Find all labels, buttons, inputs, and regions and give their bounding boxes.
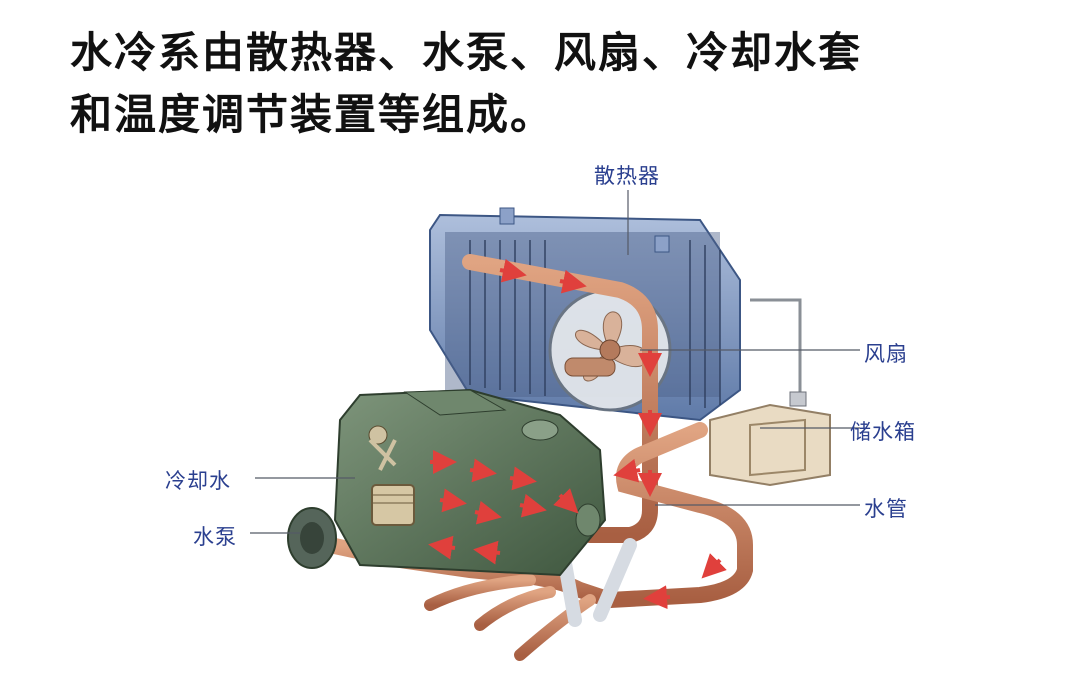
- coolant-flow-arrows: [428, 258, 727, 610]
- engine-block: [287, 388, 607, 577]
- label-fan: 风扇: [864, 342, 908, 366]
- slide-title: 水冷系由散热器、水泵、风扇、冷却水套 和温度调节装置等组成。: [70, 22, 1030, 146]
- piston: [371, 484, 415, 526]
- valve-assembly: [368, 425, 397, 471]
- label-leader-lines: [250, 190, 860, 534]
- label-coolant: 冷却水: [165, 469, 231, 493]
- reservoir-tank: [709, 298, 831, 487]
- title-line-2: 和温度调节装置等组成。: [70, 90, 555, 139]
- title-line-1: 水冷系由散热器、水泵、风扇、冷却水套: [70, 28, 863, 77]
- label-hose: 水管: [864, 497, 908, 521]
- label-reservoir: 储水箱: [850, 420, 916, 444]
- label-radiator: 散热器: [594, 164, 660, 188]
- label-pump: 水泵: [193, 525, 237, 549]
- water-pump: [287, 507, 337, 569]
